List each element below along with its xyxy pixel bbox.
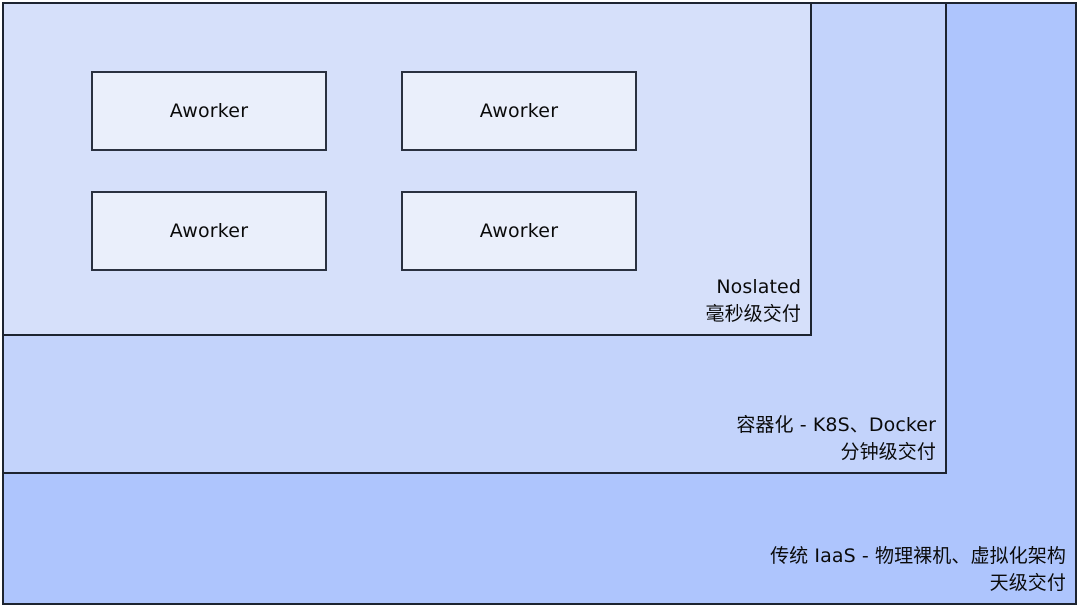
layer-noslated-caption-line2: 毫秒级交付 [705,303,801,325]
aworker-row: Aworker Aworker [91,191,640,271]
layer-containerization-caption-line2: 分钟级交付 [840,441,936,463]
layer-traditional-iaas-caption-line1: 传统 IaaS - 物理裸机、虚拟化架构 [770,545,1066,567]
layer-containerization-caption-line1: 容器化 - K8S、Docker [736,414,936,436]
layer-noslated: Aworker Aworker Aworker Aworker Noslated… [2,2,812,336]
layer-containerization-caption: 容器化 - K8S、Docker 分钟级交付 [736,412,936,466]
aworker-box: Aworker [401,191,637,271]
aworker-box: Aworker [91,191,327,271]
layer-noslated-caption: Noslated 毫秒级交付 [705,274,801,328]
aworker-row: Aworker Aworker [91,71,640,151]
layer-noslated-caption-line1: Noslated [716,276,801,298]
layer-traditional-iaas-caption: 传统 IaaS - 物理裸机、虚拟化架构 天级交付 [770,543,1066,597]
aworker-box: Aworker [91,71,327,151]
aworker-grid: Aworker Aworker Aworker Aworker [91,71,640,271]
layer-traditional-iaas-caption-line2: 天级交付 [989,572,1066,594]
aworker-box: Aworker [401,71,637,151]
